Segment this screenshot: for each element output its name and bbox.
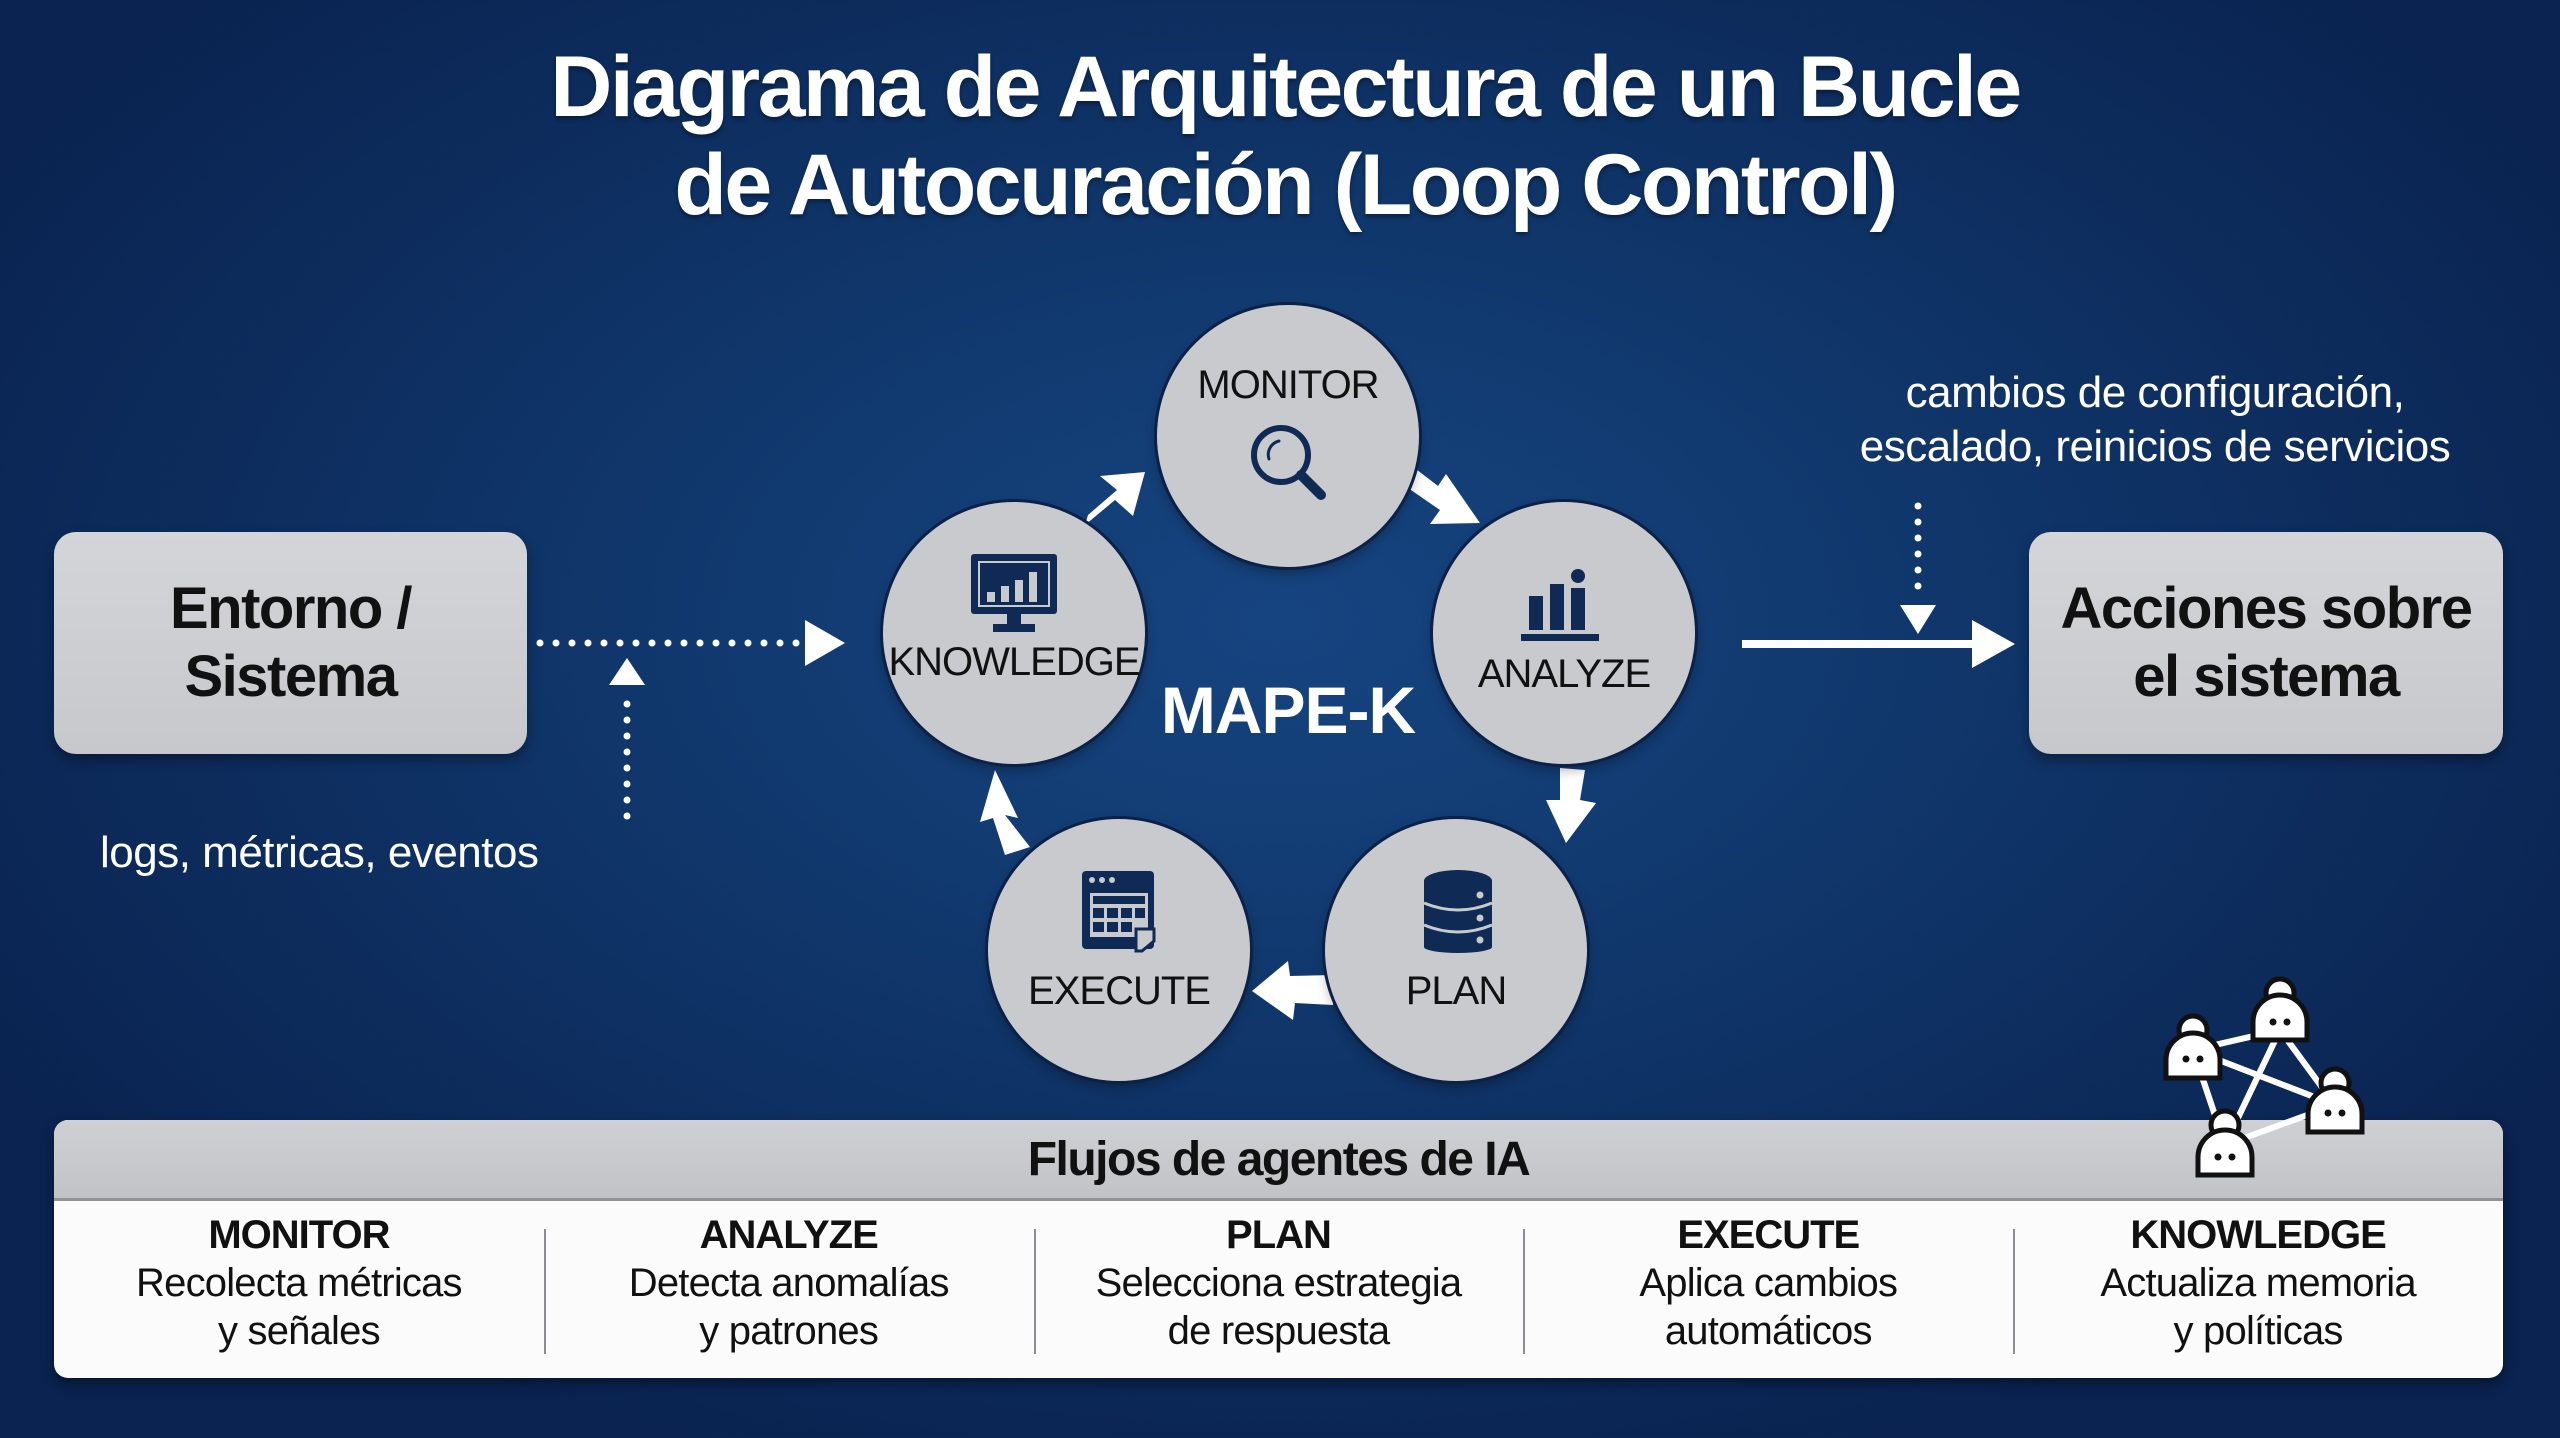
column-description: Selecciona estrategia de respuesta [1034, 1259, 1524, 1355]
arrow-monitor-to-analyze [1408, 466, 1480, 524]
panel-column-knowledge: KNOWLEDGE Actualiza memoria y políticas [2013, 1201, 2503, 1378]
column-title: MONITOR [208, 1213, 390, 1257]
node-analyze[interactable]: ANALYZE [1433, 502, 1695, 764]
arrow-execute-to-knowledge [980, 770, 1030, 855]
column-desc-line-2: y señales [218, 1309, 381, 1353]
magnifier-icon [1251, 425, 1326, 500]
column-description: Aplica cambios automáticos [1523, 1259, 2013, 1355]
environment-box-line-2: Sistema [184, 644, 398, 709]
column-desc-line-2: de respuesta [1167, 1309, 1390, 1353]
node-monitor[interactable]: MONITOR [1157, 305, 1419, 567]
environment-box-line-1: Entorno / [169, 576, 413, 641]
input-signals-note: logs, métricas, eventos [100, 828, 539, 877]
mape-k-label: MAPE-K [1160, 673, 1416, 747]
bar-chart-icon [1521, 569, 1599, 641]
column-desc-line-1: Recolecta métricas [136, 1261, 463, 1305]
node-execute[interactable]: EXECUTE [988, 819, 1250, 1081]
arrow-plan-to-execute [1252, 961, 1333, 1020]
column-description: Actualiza memoria y políticas [2013, 1259, 2503, 1355]
title-line-1: Diagrama de Arquitectura de un Bucle [550, 39, 2022, 135]
column-title: EXECUTE [1677, 1213, 1860, 1257]
panel-columns: MONITOR Recolecta métricas y señales ANA… [54, 1201, 2503, 1378]
panel-column-plan: PLAN Selecciona estrategia de respuesta [1033, 1201, 1524, 1378]
column-title: ANALYZE [699, 1213, 879, 1257]
panel-column-monitor: MONITOR Recolecta métricas y señales [54, 1201, 544, 1378]
column-description: Detecta anomalías y patrones [544, 1259, 1034, 1355]
agent-network-overlay [2163, 976, 2365, 1178]
node-monitor-label: MONITOR [1197, 363, 1379, 407]
column-desc-line-1: Detecta anomalías [628, 1261, 950, 1305]
monitor-chart-icon [971, 554, 1057, 632]
actions-note-line-1: cambios de configuración, [1905, 368, 2405, 417]
actions-note-line-2: escalado, reinicios de servicios [1859, 422, 2451, 471]
page-title: Diagrama de Arquitectura de un Bucle de … [0, 38, 2560, 234]
column-desc-line-1: Aplica cambios [1639, 1261, 1898, 1305]
environment-system-box: Entorno / Sistema [54, 532, 527, 754]
node-execute-label: EXECUTE [1028, 969, 1211, 1013]
panel-column-execute: EXECUTE Aplica cambios automáticos [1523, 1201, 2013, 1378]
arrow-analyze-to-plan [1546, 768, 1596, 843]
ai-agent-flows-panel: Flujos de agentes de IA MONITOR Recolect… [54, 1120, 2503, 1378]
arrow-knowledge-to-monitor [1085, 472, 1145, 525]
column-desc-line-1: Actualiza memoria [2100, 1261, 2416, 1305]
node-plan-label: PLAN [1405, 969, 1508, 1013]
column-description: Recolecta métricas y señales [54, 1259, 544, 1355]
node-knowledge-label: KNOWLEDGE [888, 640, 1140, 684]
spreadsheet-window-icon [1082, 871, 1156, 953]
column-desc-line-1: Selecciona estrategia [1095, 1261, 1462, 1305]
dotted-arrow-actions-down [1900, 502, 1936, 634]
actions-box-line-2: el sistema [2133, 644, 2400, 709]
panel-column-analyze: ANALYZE Detecta anomalías y patrones [543, 1201, 1034, 1378]
system-actions-box: Acciones sobre el sistema [2029, 532, 2503, 754]
node-knowledge[interactable]: KNOWLEDGE [883, 502, 1145, 764]
column-desc-line-2: y políticas [2173, 1309, 2344, 1353]
column-title: KNOWLEDGE [2130, 1213, 2386, 1257]
dotted-arrow-signals-up [609, 658, 645, 820]
column-desc-line-2: automáticos [1664, 1309, 1873, 1353]
database-icon [1423, 870, 1493, 953]
column-title: PLAN [1226, 1213, 1332, 1257]
actions-note: cambios de configuración, escalado, rein… [1800, 366, 2510, 474]
node-analyze-label: ANALYZE [1477, 652, 1651, 696]
dotted-arrow-into-loop [536, 620, 845, 666]
actions-box-line-1: Acciones sobre [2060, 576, 2473, 641]
solid-arrow-to-actions [1742, 620, 2015, 668]
column-desc-line-2: y patrones [699, 1309, 879, 1353]
title-line-2: de Autocuración (Loop Control) [674, 137, 1898, 233]
node-plan[interactable]: PLAN [1325, 819, 1587, 1081]
panel-title: Flujos de agentes de IA [54, 1120, 2503, 1201]
